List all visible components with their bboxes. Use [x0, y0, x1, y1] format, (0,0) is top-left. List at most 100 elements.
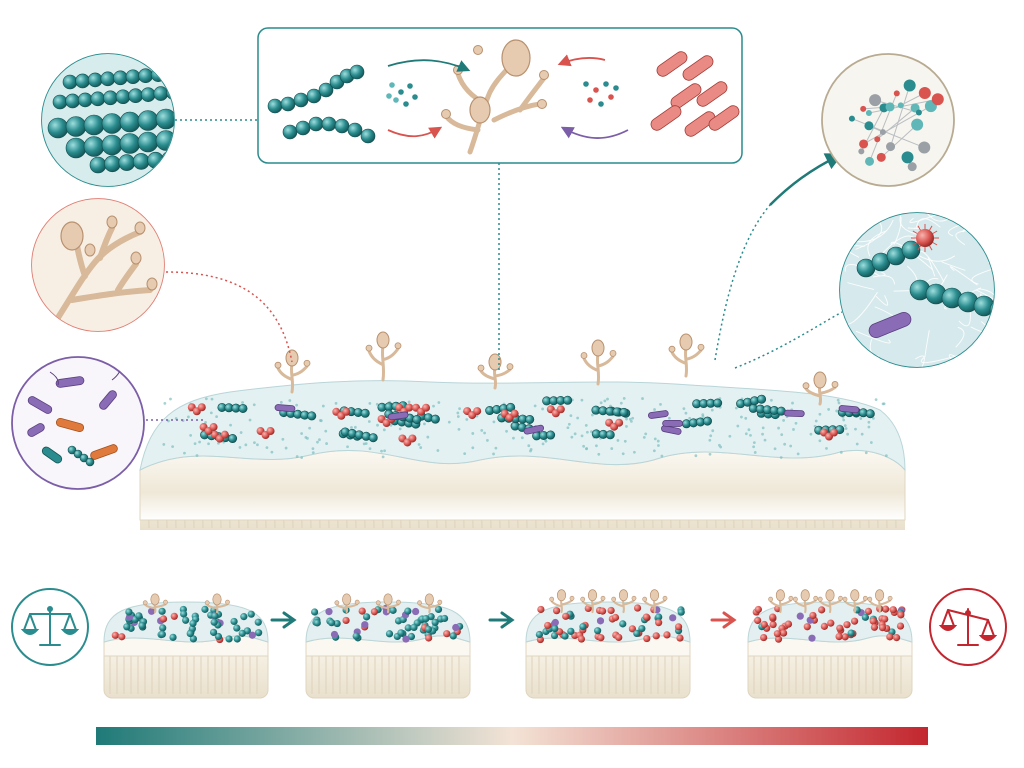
matrix-speck [625, 417, 628, 421]
spore [106, 215, 118, 229]
pathogen-cluster [820, 428, 839, 441]
matrix-speck [855, 442, 859, 446]
hypha-branch [69, 287, 153, 303]
matrix-speck [567, 422, 571, 426]
yeast-bud [813, 371, 827, 389]
spore [817, 596, 823, 602]
matrix-fiber [907, 227, 921, 230]
fungal-hypha [334, 593, 360, 614]
matrix-fiber [847, 282, 875, 290]
coccus [192, 83, 206, 97]
matrix-speck [171, 445, 175, 448]
matrix-speck [881, 402, 885, 406]
matrix-speck [660, 454, 664, 458]
coccus [113, 70, 128, 86]
matrix-speck [382, 428, 386, 432]
pathogen-coccus [615, 418, 624, 427]
pathogen-coccus [552, 607, 561, 615]
pathogen-cluster [398, 434, 417, 447]
coccus [202, 63, 216, 77]
matrix-speck [295, 455, 299, 458]
coccus [62, 74, 78, 90]
yeast-bud [150, 593, 160, 606]
matrix-speck [529, 448, 533, 451]
signal-molecule [389, 82, 395, 88]
matrix-speck [846, 432, 850, 436]
commensal-coccus [431, 618, 439, 626]
matrix-speck [210, 397, 214, 401]
matrix-speck [541, 442, 545, 446]
matrix-speck [492, 420, 496, 424]
matrix-fiber [855, 330, 891, 344]
matrix-speck [163, 402, 167, 405]
commensal-coccus [404, 624, 412, 632]
hypha-branch [493, 368, 512, 378]
matrix-fiber [979, 242, 994, 250]
pathogen-cluster [256, 427, 275, 440]
signal-molecule [598, 101, 604, 107]
metabolite-release-arrow [769, 153, 844, 206]
metabolite-molecule [931, 93, 944, 106]
signal-molecules-left [386, 82, 418, 107]
commensal-coccus [407, 632, 416, 641]
coccus [77, 92, 93, 108]
matrix-speck [736, 424, 740, 428]
hypha-branch [653, 599, 667, 606]
pathogen-coccus [220, 430, 229, 439]
commensal-coccus [182, 616, 190, 624]
matrix-speck [215, 415, 218, 418]
spore [375, 600, 381, 606]
matrix-speck [625, 425, 628, 428]
commensal-coccus [579, 623, 587, 631]
matrix-speck [389, 423, 393, 427]
matrix-speck [576, 416, 580, 420]
pathogen-coccus [615, 633, 623, 642]
matrix-speck [570, 435, 574, 439]
signal-molecule [587, 97, 593, 103]
signal-molecule [393, 97, 399, 103]
matrix-speck [368, 401, 372, 405]
balanced-scale-badge [11, 588, 89, 666]
connectors [146, 119, 843, 421]
coccus [161, 150, 174, 168]
pathogen-coccus [611, 613, 620, 622]
hypha-branch [670, 350, 688, 365]
bacillus-body [696, 81, 728, 107]
commensal-coccus [159, 624, 167, 632]
yeast-bud [285, 349, 299, 367]
progression-row [11, 588, 1007, 745]
coccus [101, 113, 123, 134]
commensal-coccus [255, 629, 263, 637]
cocci-chain [485, 402, 516, 416]
matrix-speck [198, 440, 201, 444]
matrix-speck [368, 447, 372, 451]
matrix-speck [653, 408, 656, 411]
pathogen-coccus [607, 606, 615, 615]
commensal-coccus [385, 630, 394, 638]
coccus [65, 116, 87, 137]
yeast-bud [775, 589, 785, 602]
tilted-scale-icon [938, 608, 998, 646]
coccus [150, 67, 166, 82]
hypha-branch [878, 599, 892, 606]
matrix-speck [796, 452, 800, 456]
matrix-speck [569, 414, 573, 417]
matrix-speck [585, 430, 589, 434]
commensal-coccus [424, 625, 433, 633]
bacillus [670, 83, 702, 109]
bacillus [684, 111, 716, 137]
bacillus-body [682, 55, 714, 81]
hypha-branch [377, 603, 390, 610]
commensal-coccus [201, 605, 209, 613]
spore [396, 599, 401, 605]
coccus [267, 98, 283, 114]
matrix-speck [187, 415, 190, 419]
spore [84, 243, 96, 257]
matrix-speck [827, 408, 831, 411]
pathogen-coccus [642, 613, 650, 621]
hypha-branch [517, 75, 547, 113]
pathogen-coccus [405, 403, 414, 412]
bacillus-body [662, 419, 683, 427]
commensal-coccus [551, 618, 559, 627]
spore [697, 343, 705, 351]
